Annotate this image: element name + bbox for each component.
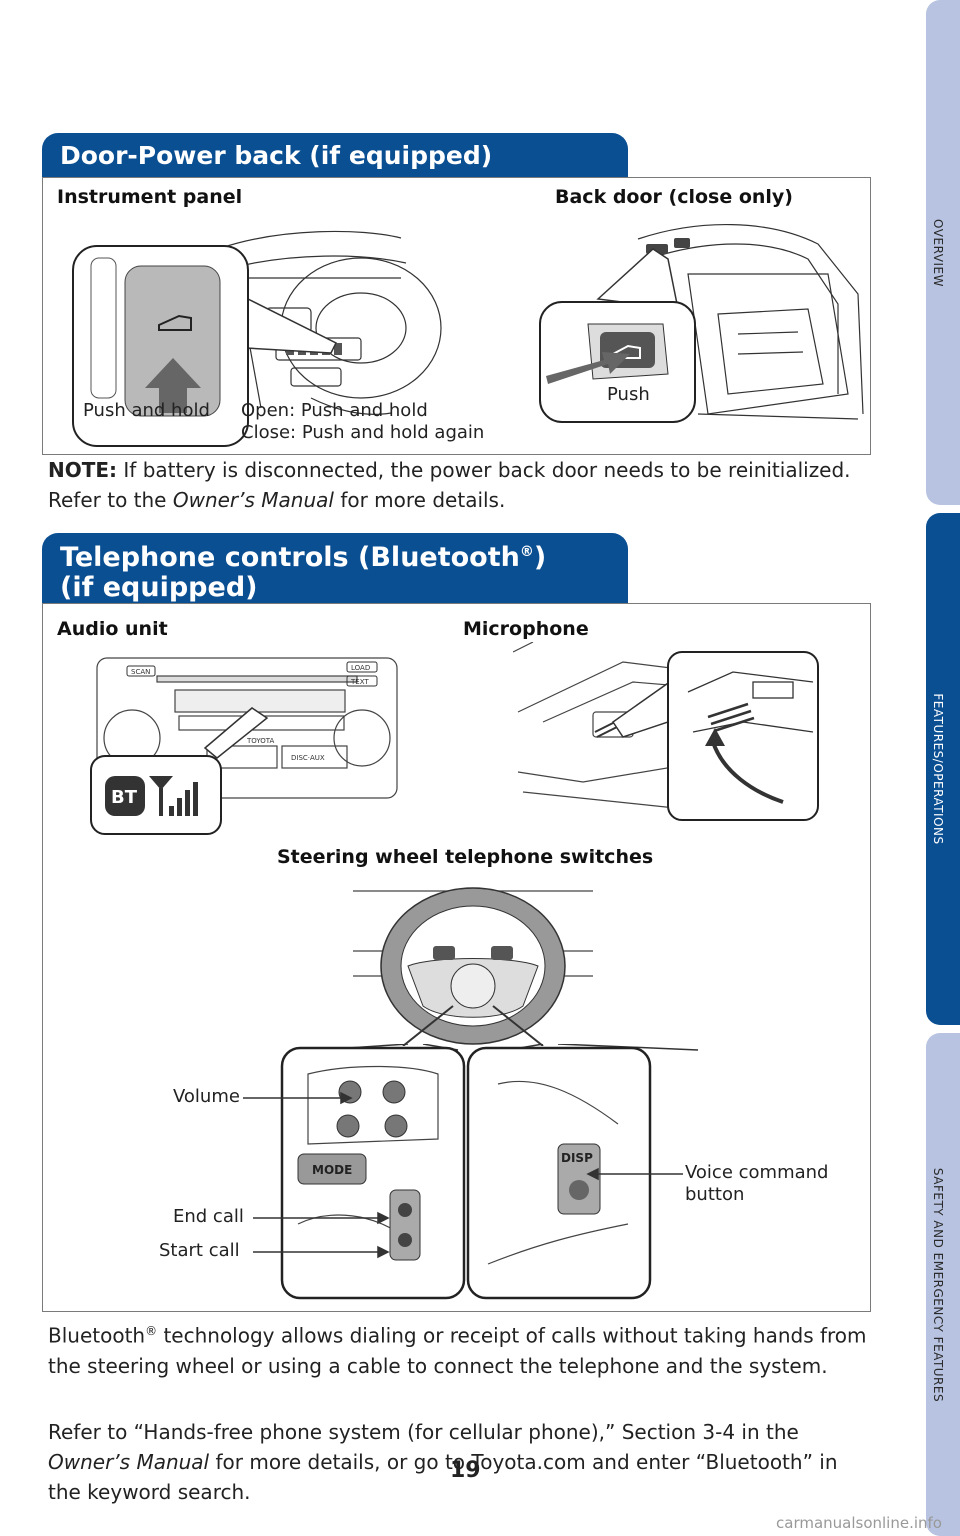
registered-mark: ®: [519, 544, 534, 560]
tab-features-operations[interactable]: FEATURES/OPERATIONS: [926, 513, 960, 1025]
door-illustration-panel: Instrument panel Back door (close only): [42, 177, 871, 455]
radio-brand: TOYOTA: [246, 737, 275, 745]
phone-title-paren: ): [533, 542, 547, 573]
instrument-panel-illustration: [72, 230, 442, 447]
back-door-illustration: [539, 224, 864, 423]
tab-features-label: FEATURES/OPERATIONS: [931, 693, 945, 845]
bt-p1-reg: ®: [145, 1324, 158, 1338]
voice-command-line1: Voice command: [685, 1162, 829, 1183]
audio-unit-label: Audio unit: [57, 618, 168, 640]
switch-detail-illustration: MODE DISP: [280, 1044, 699, 1300]
bluetooth-description: Bluetooth® technology allows dialing or …: [48, 1316, 868, 1381]
start-call-label: Start call: [159, 1240, 240, 1261]
voice-command-label: Voice command button: [685, 1162, 828, 1206]
door-note: NOTE: If battery is disconnected, the po…: [48, 455, 868, 515]
voice-command-line2: button: [685, 1184, 745, 1205]
door-section-title-text: Door-Power back (if equipped): [60, 141, 493, 170]
radio-disc-label: DISC·AUX: [291, 754, 325, 762]
note-label: NOTE:: [48, 458, 118, 482]
bt-p2-a: Refer to “Hands-free phone system (for c…: [48, 1420, 799, 1444]
note-text-2: for more details.: [333, 488, 506, 512]
bluetooth-reference: Refer to “Hands-free phone system (for c…: [48, 1417, 868, 1507]
phone-title-line1: Telephone controls (Bluetooth®): [60, 537, 628, 573]
tab-safety-emergency[interactable]: SAFETY AND EMERGENCY FEATURES: [926, 1033, 960, 1536]
phone-title-line2: (if equipped): [60, 572, 258, 603]
steering-switches-label: Steering wheel telephone switches: [277, 846, 654, 868]
disp-button-label: DISP: [561, 1151, 593, 1165]
end-call-label: End call: [173, 1206, 244, 1227]
radio-load-label: LOAD: [351, 664, 370, 672]
bt-badge-text: BT: [111, 787, 138, 808]
note-text-1: If battery is disconnected, the power ba…: [48, 458, 851, 512]
phone-illustration-panel: Audio unit Microphone SCAN LOAD TEXT TOY…: [42, 603, 871, 1312]
radio-text-label: TEXT: [350, 678, 369, 686]
phone-title-text: Telephone controls (Bluetooth: [60, 542, 520, 573]
microphone-illustration: [513, 642, 819, 821]
bt-p2-b: for more details, or go to Toyota.com an…: [48, 1450, 838, 1504]
bt-p2-manual: Owner’s Manual: [48, 1450, 210, 1474]
mode-button-label: MODE: [312, 1163, 352, 1177]
page-number: 19: [450, 1458, 481, 1483]
push-and-hold-label: Push and hold: [83, 400, 210, 421]
radio-scan-label: SCAN: [131, 668, 150, 676]
open-close-instructions: Open: Push and hold Close: Push and hold…: [241, 400, 484, 444]
bt-p1-a: Bluetooth: [48, 1323, 146, 1348]
door-section-title: Door-Power back (if equipped): [42, 133, 628, 178]
close-instruction: Close: Push and hold again: [241, 422, 485, 443]
tab-safety-label: SAFETY AND EMERGENCY FEATURES: [931, 1167, 945, 1402]
bt-p1-b: technology allows dialing or receipt of …: [48, 1323, 867, 1378]
phone-section-title: Telephone controls (Bluetooth®) (if equi…: [42, 533, 628, 603]
switch-callout-lines: [243, 1091, 683, 1259]
tab-overview[interactable]: OVERVIEW: [926, 0, 960, 505]
watermark: carmanualsonline.info: [776, 1514, 942, 1532]
audio-unit-illustration: SCAN LOAD TEXT TOYOTA DISC·AUX BT: [90, 657, 398, 835]
push-label: Push: [607, 384, 650, 405]
volume-label: Volume: [173, 1086, 240, 1107]
note-manual: Owner’s Manual: [172, 488, 334, 512]
back-door-label: Back door (close only): [555, 186, 793, 208]
steering-wheel-illustration: [353, 887, 593, 1046]
tab-overview-label: OVERVIEW: [931, 218, 945, 287]
instrument-panel-label: Instrument panel: [57, 186, 243, 208]
open-instruction: Open: Push and hold: [241, 400, 428, 421]
microphone-label: Microphone: [463, 618, 589, 640]
